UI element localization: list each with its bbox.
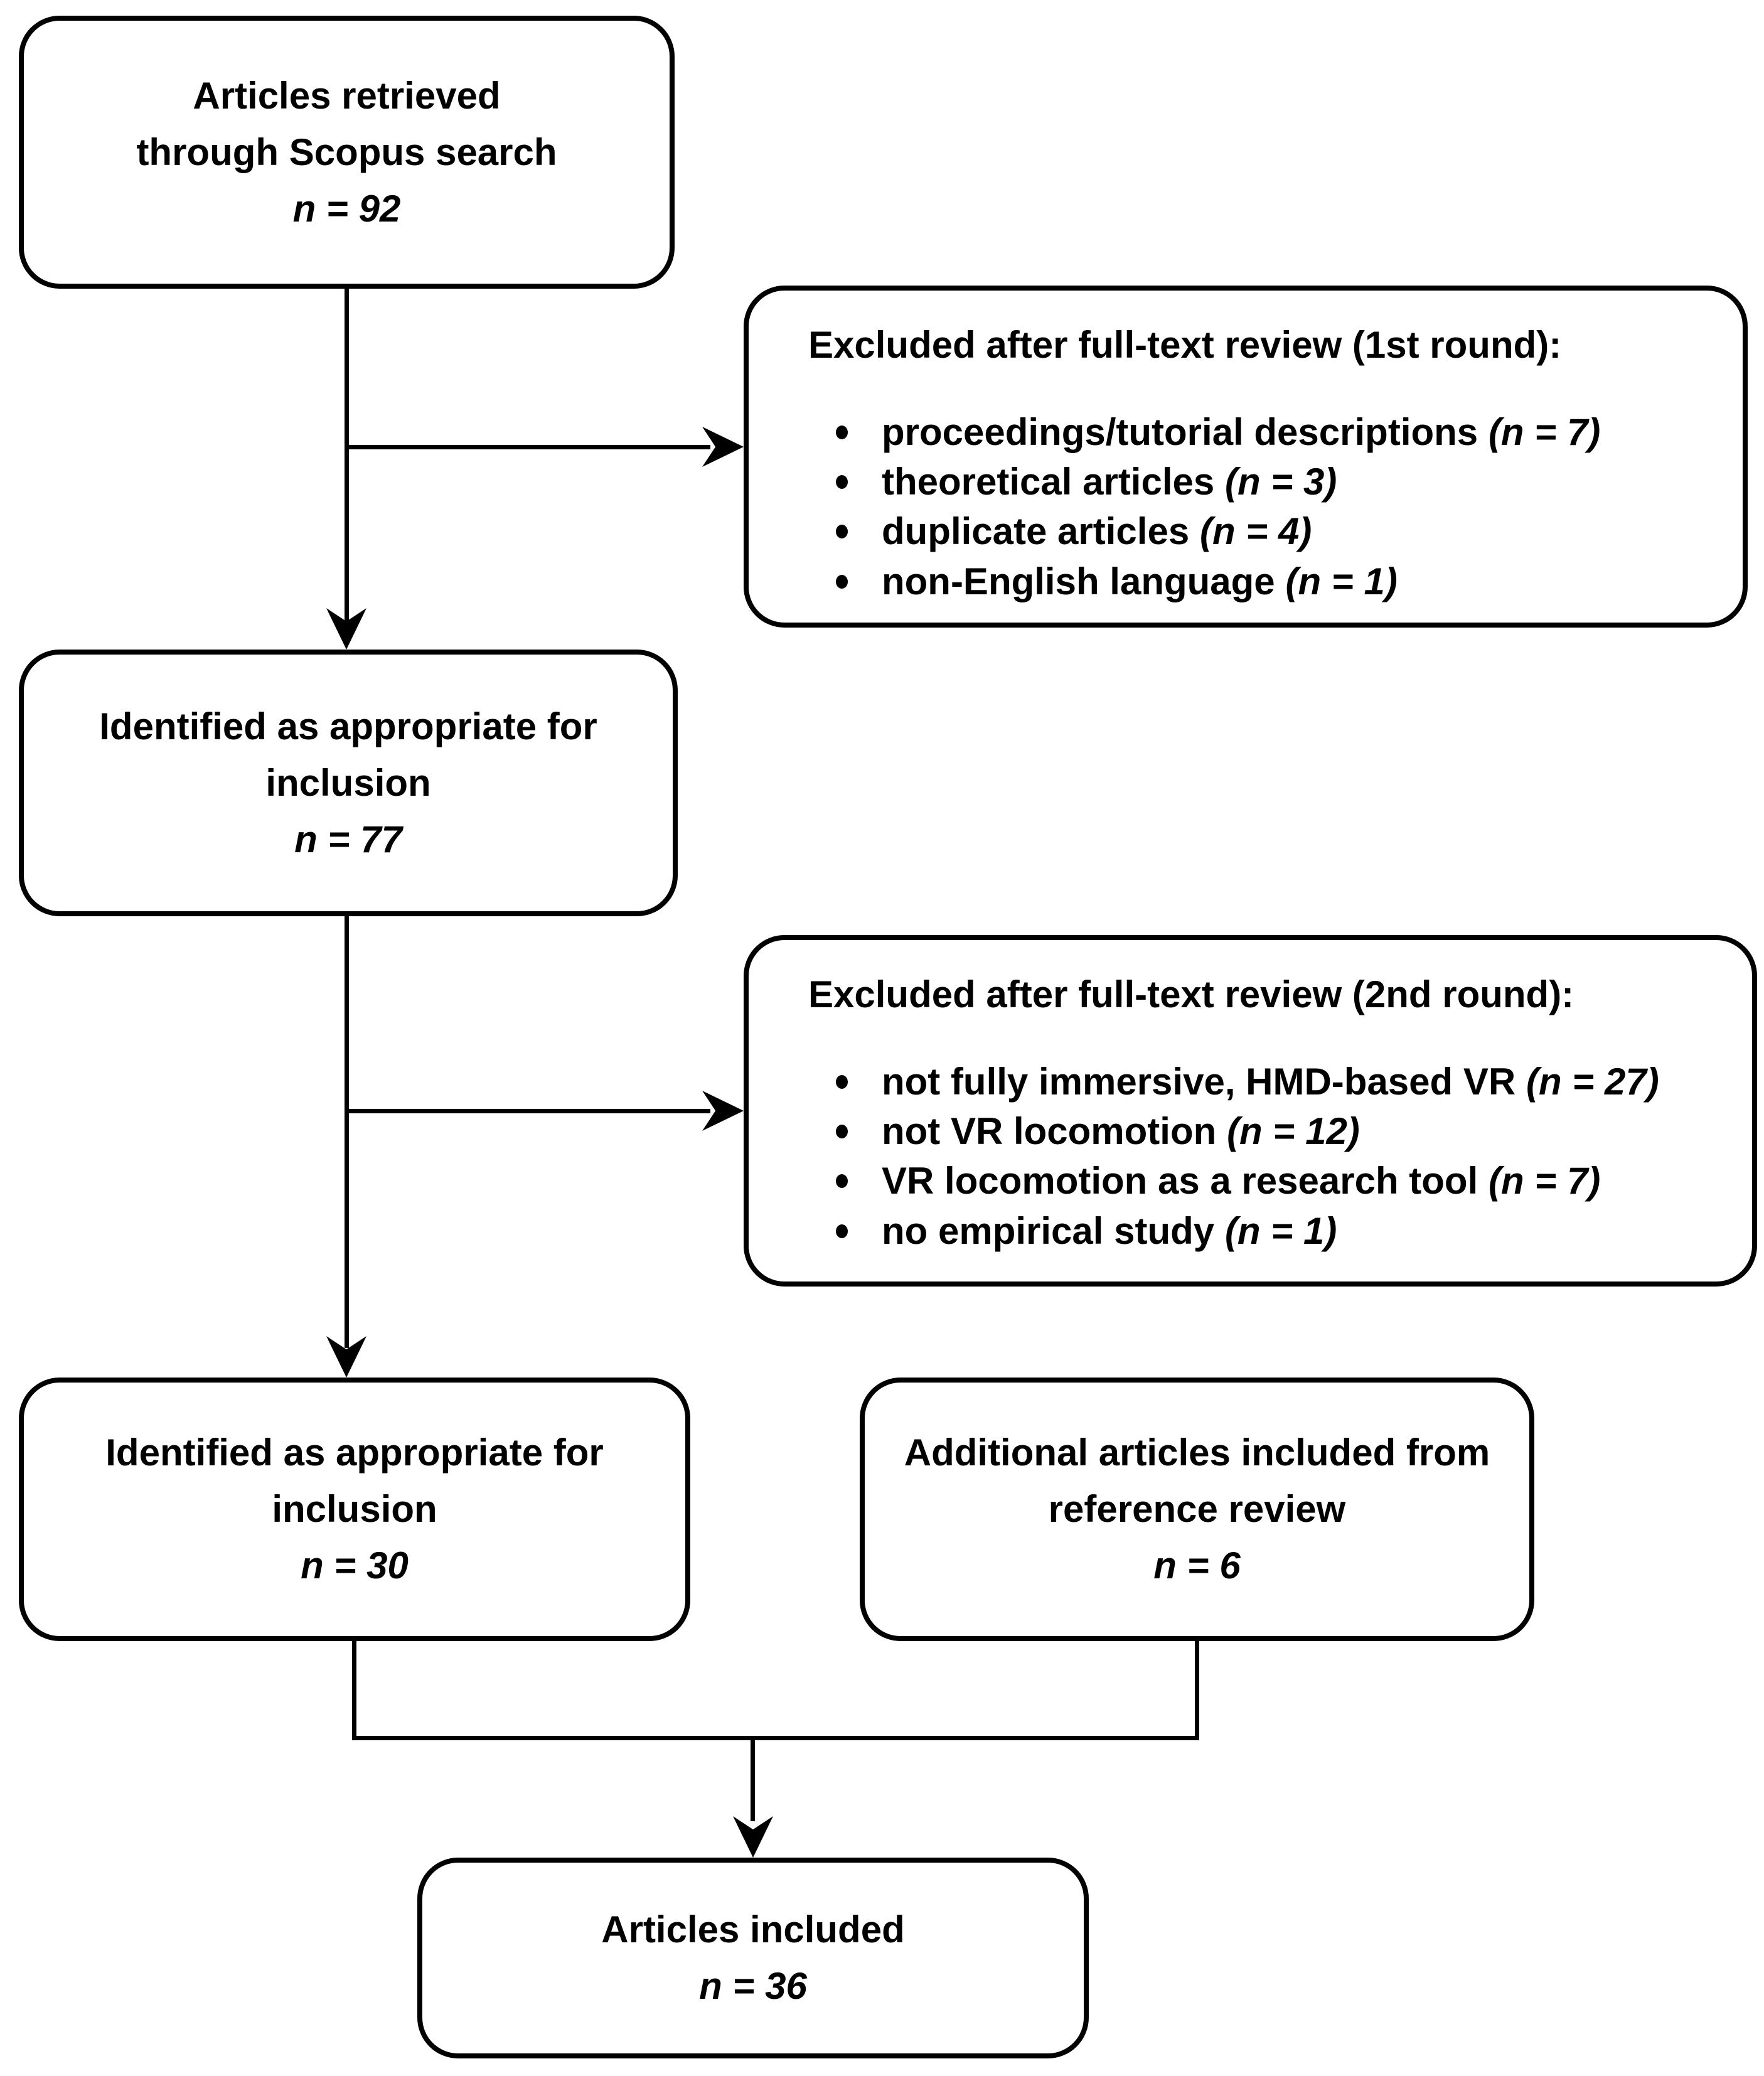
list-item: proceedings/tutorial descriptions(n = 7) [808,407,1711,457]
connector-retrieved-to-identified1 [345,287,349,624]
count-label: n = 36 [699,1965,807,2007]
excluded-round2-list: not fully immersive, HMD-based VR(n = 27… [808,1057,1721,1256]
bullet-text: proceedings/tutorial descriptions(n = 7) [882,411,1601,453]
count-label: n = 77 [294,818,402,860]
bullet-dot [836,425,848,439]
list-item: duplicate articles(n = 4) [808,506,1711,556]
arrowhead-into-included [733,1816,773,1858]
bullet-text: not VR locomotion(n = 12) [882,1110,1360,1153]
bullet-count: (n = 1) [1224,1209,1337,1252]
bullet-dot [836,525,848,539]
list-item: non-English language(n = 1) [808,557,1711,606]
bullet-text: no empirical study(n = 1) [882,1209,1337,1252]
list-item: no empirical study(n = 1) [808,1206,1721,1256]
bullet-count: (n = 12) [1227,1110,1360,1153]
box-excluded-round1: Excluded after full-text review (1st rou… [744,286,1748,628]
box-additional-articles: Additional articles included from refere… [860,1378,1534,1641]
box-text-line: Identified as appropriate for [99,705,597,747]
box-text-line: Articles retrieved [193,74,501,117]
bullet-count: (n = 4) [1200,510,1312,553]
count-label: n = 6 [1153,1544,1241,1586]
count-label: n = 92 [292,187,401,230]
bullet-dot [836,475,848,490]
box-text-line: Additional articles included from [904,1431,1490,1474]
excluded-round1-list: proceedings/tutorial descriptions(n = 7)… [808,407,1711,606]
bullet-dot [836,1125,848,1139]
list-item: VR locomotion as a research tool(n = 7) [808,1156,1721,1206]
box-excluded-round2: Excluded after full-text review (2nd rou… [744,935,1757,1287]
box-text-line: Identified as appropriate for [105,1431,604,1474]
box-articles-retrieved: Articles retrieved through Scopus search… [19,16,675,289]
bullet-count: (n = 1) [1285,560,1398,602]
bullet-text: theoretical articles(n = 3) [882,461,1337,503]
box-text-line: through Scopus search [136,131,557,173]
bullet-text: duplicate articles(n = 4) [882,510,1312,553]
bullet-text: non-English language(n = 1) [882,560,1398,602]
connector-merge-horizontal [352,1736,1199,1740]
bullet-count: (n = 7) [1488,411,1601,453]
connector-identified1-to-identified2 [345,915,349,1348]
box-identified-30: Identified as appropriate for inclusion … [19,1378,690,1641]
list-item: not fully immersive, HMD-based VR(n = 27… [808,1057,1721,1106]
bullet-count: (n = 27) [1526,1061,1659,1103]
connector-merge-to-included [751,1738,755,1821]
count-label: n = 30 [301,1544,409,1586]
bullet-dot [836,574,848,589]
box-identified-77: Identified as appropriate for inclusion … [19,650,678,916]
box-text-line: inclusion [272,1488,437,1530]
box-text-line: Articles included [601,1908,905,1950]
branch-to-excluded-round2 [346,1109,710,1113]
box-articles-included: Articles included n = 36 [417,1858,1089,2058]
bullet-dot [836,1174,848,1189]
list-item: not VR locomotion(n = 12) [808,1106,1721,1156]
box-text-line: reference review [1048,1488,1346,1530]
bullet-count: (n = 7) [1489,1160,1601,1202]
box-text-line: inclusion [265,761,431,804]
bullet-text: VR locomotion as a research tool(n = 7) [882,1160,1601,1202]
bullet-text: not fully immersive, HMD-based VR(n = 27… [882,1061,1659,1103]
connector-identified2-down [352,1640,356,1740]
excluded-round1-title: Excluded after full-text review (1st rou… [808,324,1562,366]
bullet-dot [836,1075,848,1089]
bullet-dot [836,1224,848,1238]
excluded-round2-title: Excluded after full-text review (2nd rou… [808,973,1574,1015]
connector-additional-down [1195,1640,1199,1740]
branch-to-excluded-round1 [346,445,710,449]
bullet-count: (n = 3) [1225,461,1337,503]
list-item: theoretical articles(n = 3) [808,457,1711,506]
